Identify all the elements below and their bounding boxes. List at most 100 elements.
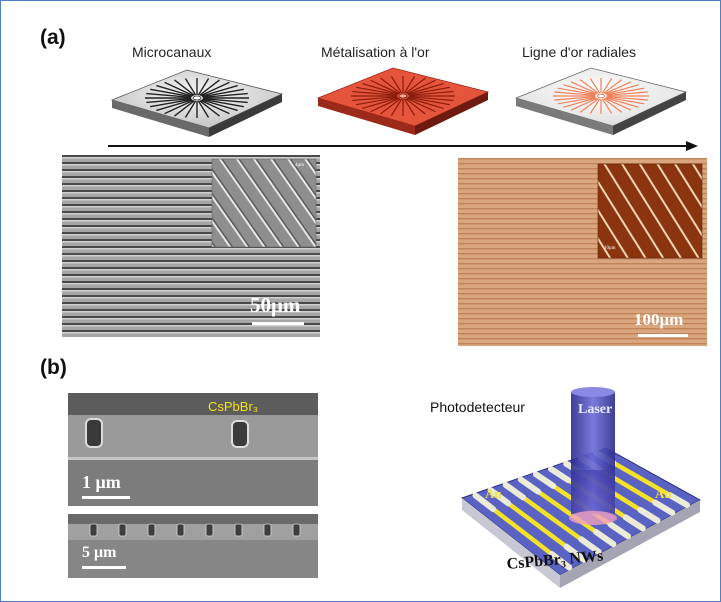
radial-line: [201, 99, 238, 112]
radial-line: [199, 79, 220, 96]
gold-line: [527, 483, 607, 541]
inset-scalebar-label-right: 10μm: [604, 246, 616, 251]
electrode-label-right: Au: [655, 486, 672, 501]
radial-line: [601, 78, 613, 94]
radial-line: [606, 91, 648, 96]
scalebar-label-100um: 100μm: [634, 310, 684, 329]
electrode-pad: [637, 506, 661, 524]
radial-line: [202, 98, 244, 108]
nanowire-cross-section: [234, 523, 243, 537]
radial-line: [197, 100, 210, 118]
radial-line: [201, 84, 238, 97]
radial-line: [199, 100, 220, 117]
radial-line: [352, 90, 398, 96]
slab-radial-gold-lines: [514, 67, 688, 135]
radial-line: [554, 91, 596, 96]
laser-beam: [569, 387, 617, 525]
electrode-pad: [487, 487, 512, 507]
material-label-cspbbr3: CsPbBr₃: [208, 399, 259, 414]
sem-cross-section-1um: CsPbBr₃ 1 μm: [68, 393, 318, 506]
electrode-pad: [622, 514, 646, 532]
radial-line: [150, 98, 192, 108]
radial-line: [362, 82, 399, 95]
radial-line: [156, 84, 193, 97]
radial-line: [589, 98, 601, 114]
slab-microchannels: [110, 69, 284, 137]
electrode-pad: [472, 492, 497, 512]
step-radial-gold-lines-label: Ligne d'or radiales: [522, 44, 636, 60]
radial-line: [570, 97, 598, 111]
electrode-pad: [502, 481, 527, 501]
radial-line: [403, 98, 416, 116]
radial-line: [184, 78, 197, 96]
electrode-pad: [578, 536, 602, 555]
radial-line: [403, 76, 416, 94]
radial-line: [370, 79, 400, 95]
radial-line: [174, 79, 195, 96]
scalebar-label-1um: 1 μm: [82, 472, 121, 492]
scalebar-100um: [638, 334, 688, 337]
radial-line: [604, 81, 632, 95]
gold-line: [602, 455, 681, 503]
radial-line: [405, 98, 426, 115]
radial-line: [606, 96, 648, 101]
radial-line: [604, 97, 632, 111]
radial-line: [150, 88, 192, 98]
electrode-pad: [532, 471, 557, 489]
radial-line: [563, 97, 597, 108]
radial-line: [557, 96, 596, 105]
radial-line: [603, 79, 623, 94]
scalebar-5um: [82, 566, 126, 569]
radial-line: [405, 77, 426, 94]
panel-a-label: (a): [40, 26, 66, 49]
scalebar-label-50um: 50μm: [250, 293, 301, 317]
radial-line: [557, 87, 596, 96]
radial-line: [202, 92, 248, 99]
radial-line: [554, 96, 596, 101]
radial-line: [146, 92, 192, 99]
slab-gold-metallization: [316, 67, 490, 135]
radial-line: [390, 76, 403, 94]
electrode-pad: [652, 499, 676, 516]
radial-line: [390, 98, 403, 116]
nanowire-cross-section: [205, 523, 214, 537]
radial-line: [408, 90, 454, 96]
nanowire-cross-section: [292, 523, 301, 537]
radial-line: [605, 97, 639, 108]
radial-line: [570, 81, 598, 95]
radial-line: [352, 96, 398, 102]
sem-cross-section-5um: 5 μm: [68, 514, 318, 578]
electrode-pad: [548, 551, 573, 571]
nanowire-cross-section: [176, 523, 185, 537]
radial-line: [380, 77, 401, 94]
nanowire-cross-section: [118, 523, 127, 537]
radial-line: [197, 78, 210, 96]
electrode-pad: [548, 465, 572, 484]
radial-line: [202, 97, 248, 104]
radial-line: [370, 97, 400, 113]
process-arrow: [108, 141, 698, 151]
electrode-label-left: Au: [485, 486, 502, 501]
electrode-pad: [563, 543, 587, 563]
radial-line: [200, 81, 230, 97]
radial-line: [362, 97, 399, 110]
step-gold-metallization-label: Métalisation à l'or: [321, 44, 430, 60]
radial-line: [407, 97, 444, 110]
radial-line: [356, 96, 398, 106]
radial-line: [603, 98, 623, 113]
radial-line: [408, 86, 450, 96]
radial-line: [601, 98, 613, 114]
electrode-pad: [607, 521, 632, 540]
laser-label: Laser: [578, 402, 613, 417]
electrode-pads-right: [548, 492, 690, 571]
gold-line: [512, 488, 593, 549]
radial-line: [579, 79, 599, 94]
photodetector-title: Photodetecteur: [430, 399, 525, 415]
nanowire-cross-section: [263, 523, 272, 537]
radial-line: [589, 78, 601, 94]
radial-line: [146, 97, 192, 104]
electrode-pad: [517, 476, 542, 495]
scalebar-50um: [252, 322, 304, 325]
